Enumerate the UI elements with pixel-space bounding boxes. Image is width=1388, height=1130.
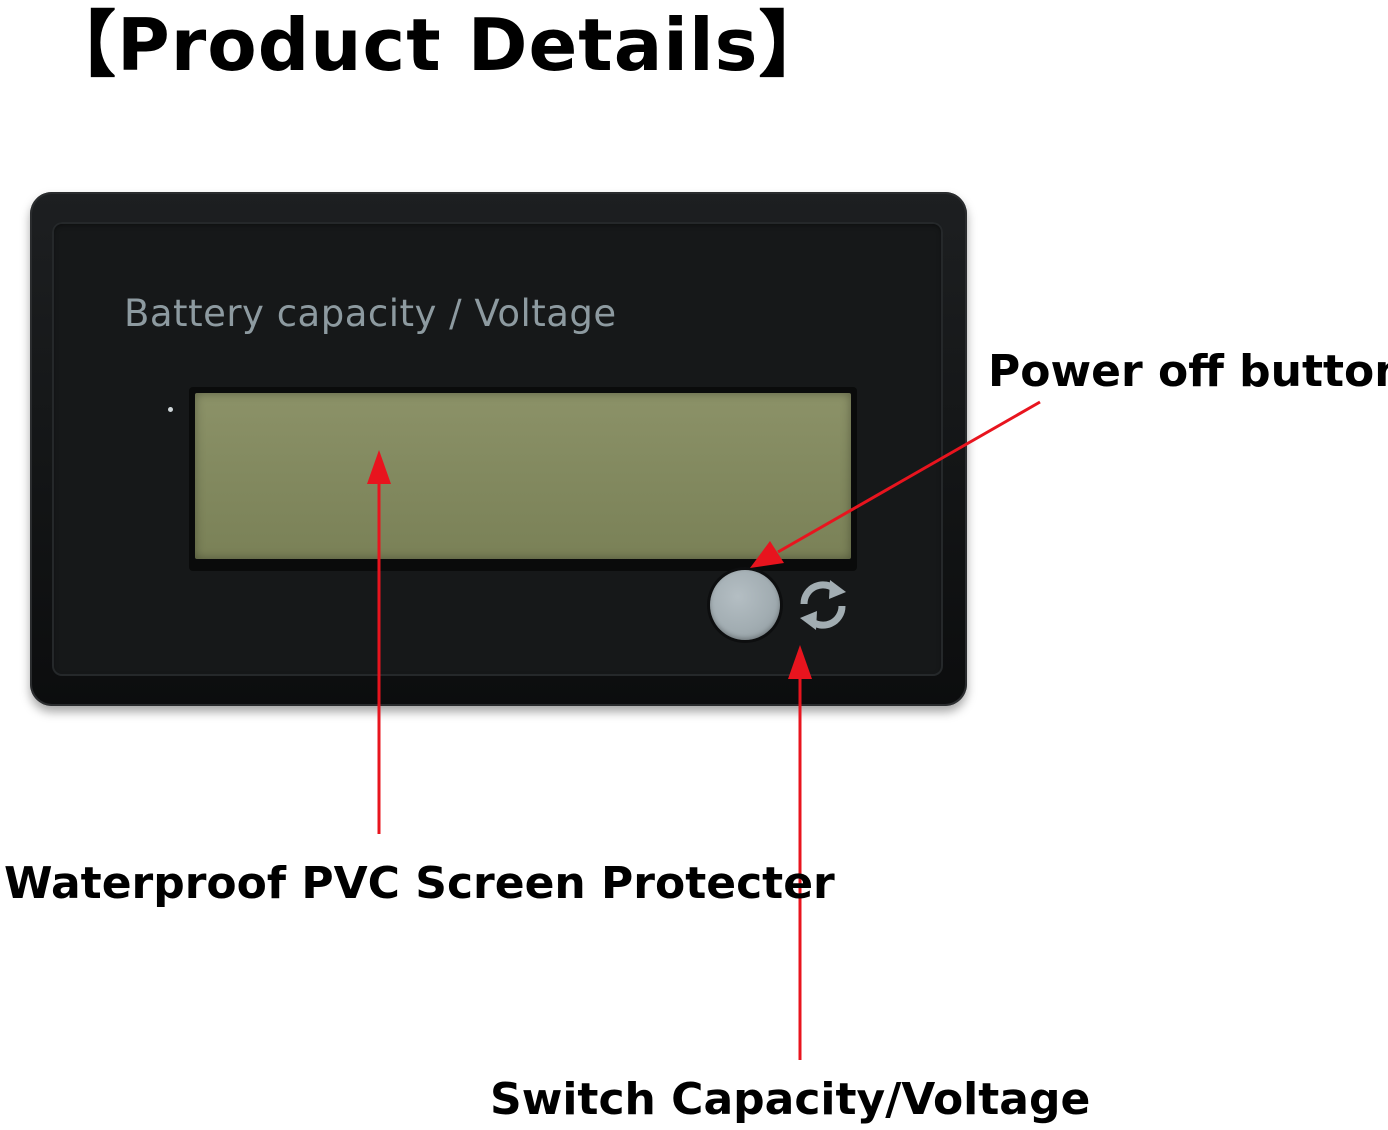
switch-cycle-icon[interactable] [792,574,854,636]
lcd-frame [189,387,857,571]
battery-monitor-device: Battery capacity / Voltage [30,192,967,706]
screen-protector-label: Waterproof PVC Screen Protecter [4,858,835,909]
status-dot [168,407,173,412]
device-bezel: Battery capacity / Voltage [52,222,943,676]
power-off-button[interactable] [710,570,780,640]
arrow-to-switch-icon [788,645,812,1060]
power-off-label: Power off button [988,346,1388,397]
lcd-screen [195,393,851,559]
device-label: Battery capacity / Voltage [124,292,617,335]
switch-label: Switch Capacity/Voltage [490,1074,1091,1125]
page-title: 【Product Details】 [44,3,832,87]
